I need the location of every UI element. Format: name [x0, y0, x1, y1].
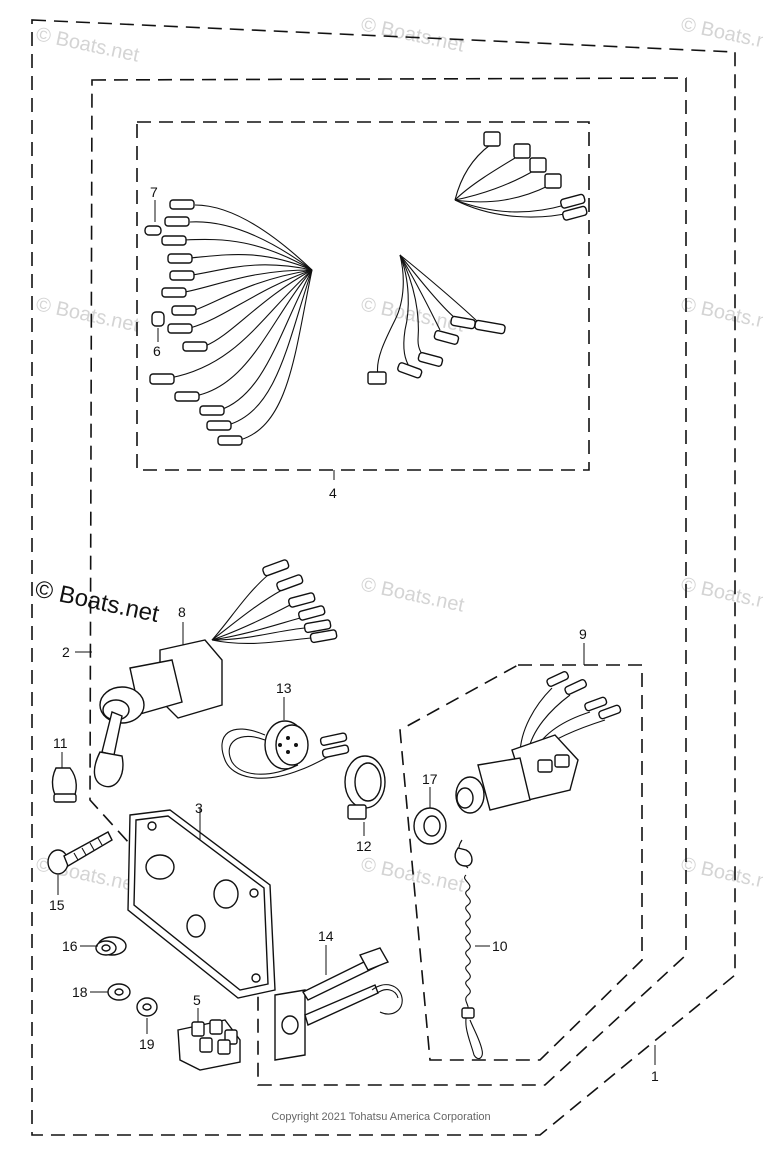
lanyard — [454, 839, 483, 1060]
harness-terminals-bottom — [367, 315, 506, 385]
callout-4: 4 — [329, 485, 337, 501]
harness-connectors-top — [483, 131, 588, 221]
nut — [413, 807, 447, 845]
watermark: © Boats.net — [359, 853, 467, 896]
callout-10: 10 — [492, 938, 508, 954]
callout-16: 16 — [62, 938, 78, 954]
connector — [177, 1019, 241, 1071]
callout-6: 6 — [153, 343, 161, 359]
key-switch — [93, 559, 338, 788]
callout-13: 13 — [276, 680, 292, 696]
assembly-outline-inner — [89, 77, 687, 1086]
mounting-plate — [127, 809, 276, 999]
watermark: © Boats.net — [679, 853, 763, 896]
callout-19: 19 — [139, 1036, 155, 1052]
cap-6 — [151, 311, 165, 327]
callout-1: 1 — [651, 1068, 659, 1084]
callout-7: 7 — [150, 184, 158, 200]
watermark-main: © Boats.net — [33, 575, 162, 628]
bracket — [274, 947, 403, 1061]
collar — [344, 755, 386, 820]
harness-terminals-left — [149, 199, 243, 446]
clip — [51, 767, 77, 803]
callout-12: 12 — [356, 838, 372, 854]
callout-14: 14 — [318, 928, 334, 944]
watermark: © Boats.net — [359, 293, 467, 336]
callout-3: 3 — [195, 800, 203, 816]
callout-2: 2 — [62, 644, 70, 660]
watermark: © Boats.net — [34, 293, 142, 336]
watermark: © Boats.net — [34, 23, 142, 66]
callout-17: 17 — [422, 771, 438, 787]
washer-18 — [107, 983, 131, 1001]
bushing — [95, 936, 127, 956]
screw — [47, 831, 113, 875]
stop-switch — [455, 670, 622, 814]
callout-15: 15 — [49, 897, 65, 913]
switch-box — [399, 664, 643, 1061]
harness-box — [136, 121, 590, 471]
callout-11: 11 — [53, 735, 68, 751]
watermark: © Boats.net — [679, 293, 763, 336]
callouts: 7 6 4 8 2 9 13 11 17 3 12 15 10 14 16 18… — [49, 184, 659, 1084]
buzzer — [221, 720, 350, 779]
callout-8: 8 — [178, 604, 186, 620]
terminal-7 — [144, 225, 162, 236]
watermark: © Boats.net — [359, 573, 467, 616]
watermark-group: © Boats.net © Boats.net © Boats.net © Bo… — [34, 13, 763, 896]
copyright-text: Copyright 2021 Tohatsu America Corporati… — [271, 1111, 490, 1123]
leaders — [57, 200, 656, 1065]
callout-18: 18 — [72, 984, 88, 1000]
callout-9: 9 — [579, 626, 587, 642]
watermark: © Boats.net — [679, 573, 763, 616]
callout-5: 5 — [193, 992, 201, 1008]
wiring-harness — [144, 131, 588, 446]
washer-19 — [136, 997, 158, 1017]
